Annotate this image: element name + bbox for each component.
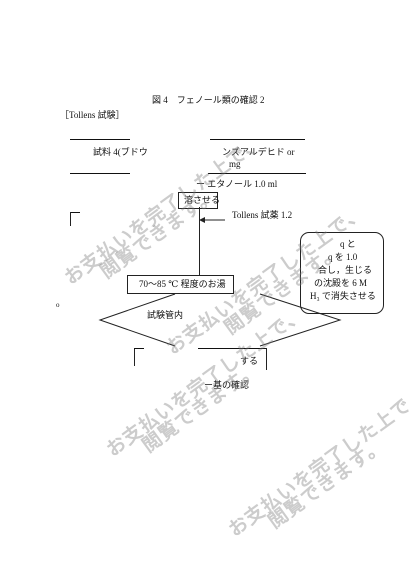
side-note-line: 合し，生じる [318, 265, 373, 275]
side-note-box [300, 232, 384, 314]
sample-top-rule [70, 139, 130, 140]
sample-name: 試料 4(ブドウ [93, 147, 148, 157]
watermark-line: お支払いを完了した上で、 [60, 130, 267, 290]
left-bracket-side [70, 212, 71, 226]
flow-line [199, 207, 200, 275]
sample-bottom-rule-right [208, 173, 306, 174]
dissolve-step: 溶させる [184, 195, 221, 205]
sample-top-rule-right [210, 139, 305, 140]
section-label: ［Tollens 試験］ [60, 110, 125, 120]
confirm-bracket-side [134, 348, 135, 366]
ethanol-step: ー エタノール 1.0 ml [196, 179, 278, 189]
side-note-line: q と [340, 239, 356, 249]
heat-step: 70～85 ℃ 程度のお湯 [139, 279, 226, 289]
watermark-line: お支払いを完了した上で、 [224, 382, 410, 542]
result-label: ー基の確認 [204, 380, 250, 390]
reagent-step: Tollens 試薬 1.2 [232, 210, 293, 220]
confirm-bracket-top [134, 348, 144, 349]
confirm-step: する [240, 356, 259, 366]
side-note-line: q を 1.0 [328, 252, 358, 262]
inner-step: 試験管内 [147, 310, 184, 320]
side-note-line: H₃ で消失させる [310, 291, 376, 301]
heat-box [127, 275, 234, 294]
side-note-line: の沈殿を 6 M [314, 278, 368, 288]
sample-bottom-rule [70, 173, 130, 174]
inner-small: o [56, 301, 60, 309]
left-bracket-top [70, 212, 80, 213]
figure-caption: 図 4 フェノール類の確認 2 [152, 95, 265, 105]
confirm-bracket-right-side [266, 348, 267, 370]
dissolve-box [178, 192, 218, 209]
observation-diamond [70, 292, 350, 348]
confirm-bracket-right [198, 348, 266, 349]
sample-name-tail: ンズアルデヒド or [222, 147, 295, 157]
reagent-arrow [199, 211, 225, 223]
sample-mass: mg [229, 159, 241, 169]
